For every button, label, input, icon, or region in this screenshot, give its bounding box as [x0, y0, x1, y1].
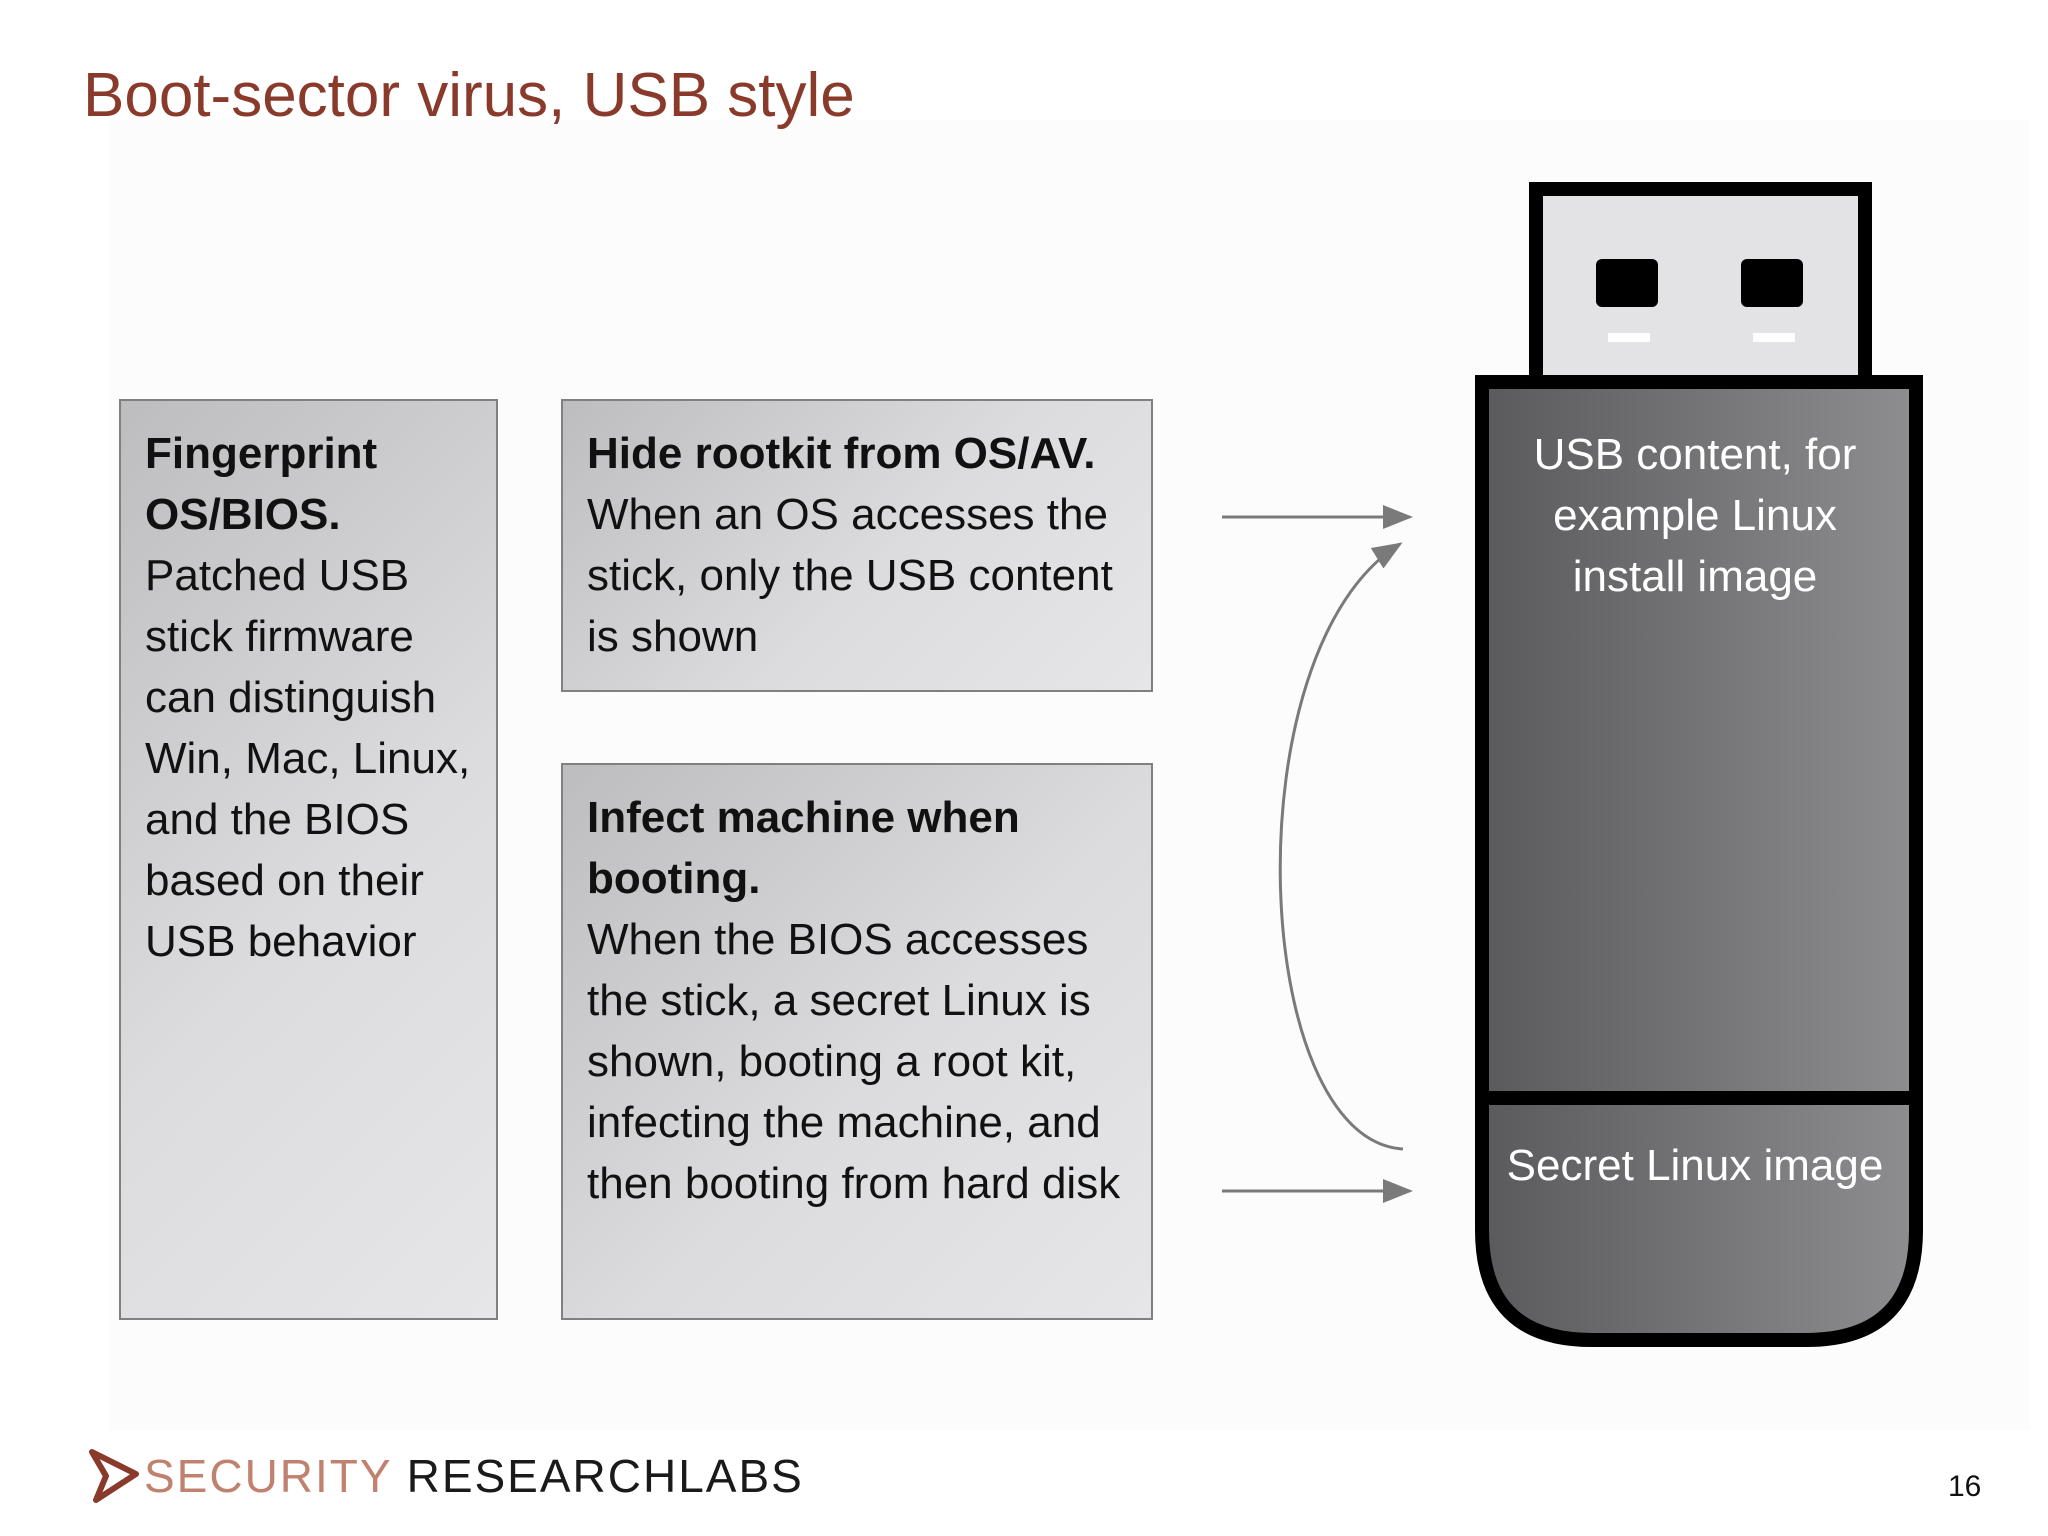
arrow-boot-redirect: [1278, 542, 1404, 1151]
usb-contact-right: [1741, 259, 1803, 307]
infect-machine-text: When the BIOS accesses the stick, a secr…: [587, 915, 1121, 1208]
hide-rootkit-heading: Hide rootkit from OS/AV.: [587, 429, 1096, 478]
infect-machine-heading: Infect machine when booting.: [587, 793, 1020, 903]
hide-rootkit-text: When an OS accesses the stick, only the …: [587, 490, 1113, 661]
usb-connector: [1529, 182, 1872, 394]
logo-mark-icon: [89, 1449, 139, 1503]
usb-contact-left: [1596, 259, 1658, 307]
company-logo: SECURITY RESEARCHLABS: [86, 1448, 804, 1504]
page-number: 16: [1948, 1470, 1982, 1503]
usb-body: [1475, 375, 1923, 1347]
logo-text-security: SECURITY: [144, 1450, 393, 1502]
usb-content-label: USB content, for example Linux install i…: [1533, 430, 1857, 601]
slide-title: Boot-sector virus, USB style: [83, 61, 855, 130]
fingerprint-box: Fingerprint OS/BIOS. Patched USB stick f…: [119, 399, 498, 1320]
fingerprint-heading: Fingerprint OS/BIOS.: [145, 429, 378, 539]
logo-text-research-labs: RESEARCHLABS: [406, 1450, 804, 1502]
hide-rootkit-box: Hide rootkit from OS/AV. When an OS acce…: [561, 399, 1153, 692]
fingerprint-text: Patched USB stick firmware can distingui…: [145, 551, 471, 966]
secret-linux-label: Secret Linux image: [1506, 1141, 1884, 1190]
infect-machine-box: Infect machine when booting. When the BI…: [561, 763, 1153, 1320]
